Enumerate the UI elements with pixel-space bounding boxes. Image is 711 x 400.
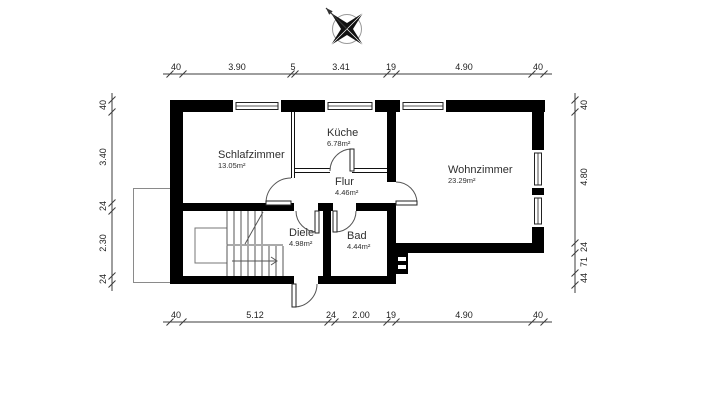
dim-top: 4.90 (455, 62, 473, 72)
chimney-slot (398, 257, 406, 261)
room-area: 4.46m² (335, 188, 359, 197)
dim-top: 5 (290, 62, 296, 72)
dim-top: 40 (170, 62, 181, 72)
room-label-diele: Diele 4.98m² (289, 227, 315, 249)
dim-bottom: 19 (385, 310, 396, 320)
room-name: Diele (289, 227, 315, 239)
room-area: 4.44m² (347, 242, 371, 251)
room-name: Schlafzimmer (218, 149, 285, 161)
wall-kueche-flur-b (352, 168, 387, 173)
dim-bottom: 40 (532, 310, 543, 320)
room-name: Wohnzimmer (448, 164, 513, 176)
wall-bottom-right (318, 276, 396, 284)
wall-kueche-flur-a (295, 168, 330, 173)
dim-bottom: 5.12 (246, 310, 264, 320)
wall-bottom-left (170, 276, 294, 284)
dim-top: 19 (385, 62, 396, 72)
wall-kueche-wohnzimmer (387, 112, 396, 182)
wall-mid-a (170, 203, 294, 211)
room-area: 23.29m² (448, 176, 476, 185)
room-label-wohnzimmer: Wohnzimmer 23.29m² (448, 164, 513, 186)
dim-top: 3.41 (332, 62, 350, 72)
room-label-bad: Bad 4.44m² (347, 230, 371, 252)
wall-mid-b (318, 203, 333, 211)
dim-bottom: 4.90 (455, 310, 473, 320)
stair-break-line (244, 211, 264, 245)
door-bad (332, 210, 357, 233)
wall-diele-bad (323, 211, 331, 276)
dim-ticks-right (571, 96, 579, 289)
dim-bottom: 40 (170, 310, 181, 320)
wall-top (170, 100, 545, 112)
staircase (194, 211, 284, 276)
dim-top: 3.90 (228, 62, 246, 72)
room-area: 13.05m² (218, 161, 246, 170)
compass-icon (325, 7, 364, 46)
wall-bad-wohnzimmer (387, 203, 396, 276)
door-wohnzimmer (395, 181, 418, 206)
room-label-schlafzimmer: Schlafzimmer 13.05m² (218, 149, 285, 171)
room-name: Bad (347, 230, 367, 242)
stair-walk-line (232, 256, 278, 266)
dim-right: 40 (579, 100, 589, 111)
wall-left (170, 100, 183, 284)
dim-ticks-left (108, 96, 116, 288)
door-schlafzimmer (265, 177, 292, 206)
room-label-flur: Flur 4.46m² (335, 176, 359, 198)
chimney-slot (398, 265, 406, 269)
room-name: Küche (327, 127, 359, 139)
wall-right (532, 100, 544, 253)
door-kueche (329, 148, 355, 172)
room-area: 4.98m² (289, 239, 313, 248)
dim-left: 24 (98, 274, 108, 285)
stair-treads-upper (226, 211, 263, 244)
stair-treads-lower (226, 246, 284, 276)
door-entrance (291, 283, 318, 308)
room-area: 6.78m² (327, 139, 351, 148)
chimney-block (396, 252, 408, 274)
room-name: Flur (335, 176, 354, 188)
annex-outline (133, 188, 175, 283)
dim-right: 44 (579, 273, 589, 284)
dim-left: 3.40 (98, 148, 108, 166)
room-label-kueche: Küche 6.78m² (327, 127, 359, 149)
dim-top: 40 (532, 62, 543, 72)
wall-wohnzimmer-bottom (396, 243, 544, 253)
dim-left: 40 (98, 100, 108, 111)
dim-right: 4.80 (579, 168, 589, 186)
